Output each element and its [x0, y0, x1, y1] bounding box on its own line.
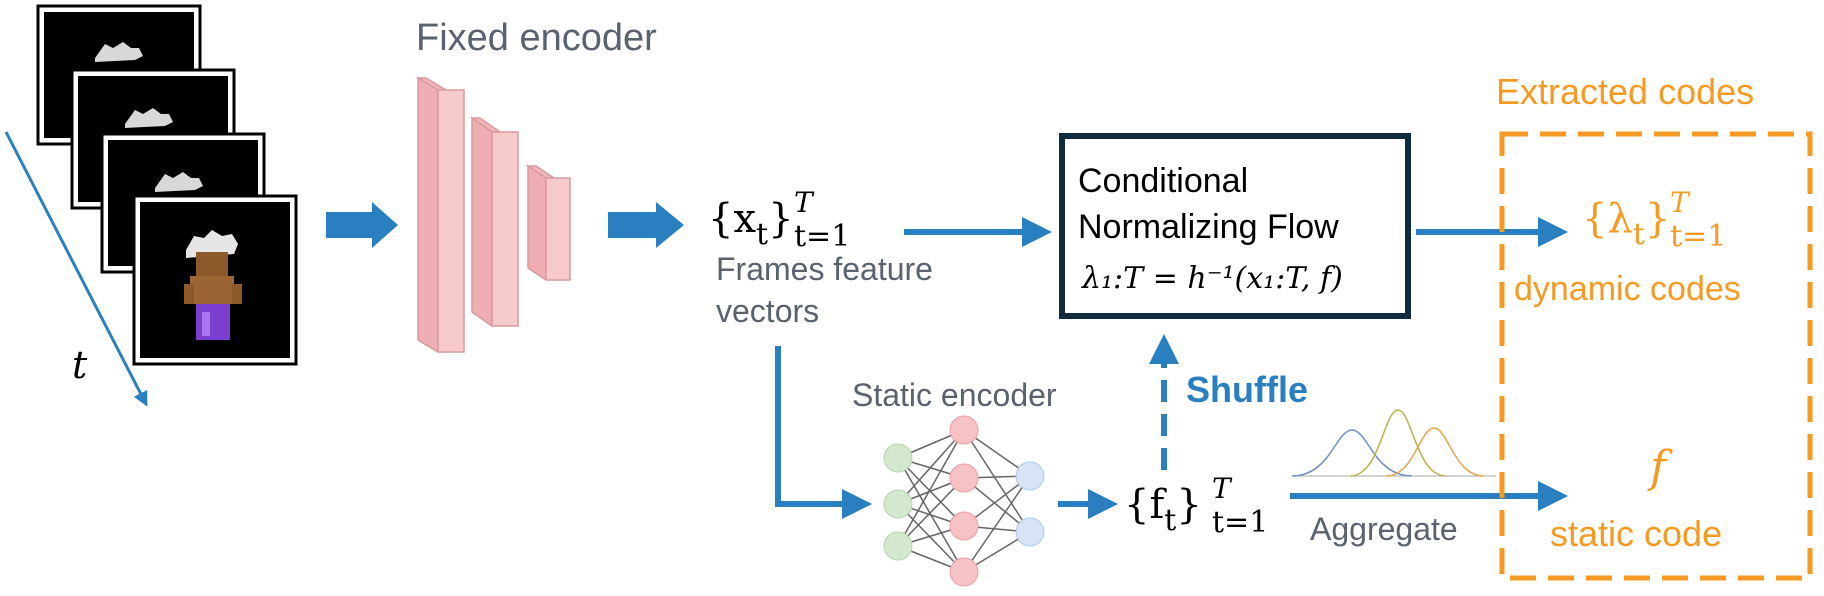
- flow-title-line2: Normalizing Flow: [1078, 208, 1339, 246]
- video-frame-character: [132, 194, 298, 366]
- static-encoder-title: Static encoder: [852, 377, 1057, 413]
- input-node: [883, 531, 913, 561]
- input-node: [883, 443, 913, 473]
- static-features-close: }: [1176, 482, 1201, 528]
- flow-box: [1059, 133, 1411, 319]
- network-edges: [897, 429, 1031, 573]
- dynamic-codes-range-sup: T: [1670, 186, 1691, 219]
- frame-features-label-line2: vectors: [716, 293, 819, 329]
- svg-text:{λt}: {λt}: [1582, 196, 1670, 252]
- frame-features-label-line1: Frames feature: [716, 251, 933, 287]
- arrow-frames-to-encoder: [326, 202, 398, 248]
- flow-equation: λ₁:T = h⁻¹(x₁:T, f): [1081, 261, 1343, 296]
- frame-features-range-sup: T: [794, 186, 815, 219]
- static-features-range-sub: t=1: [1212, 505, 1268, 540]
- hidden-node: [949, 415, 979, 445]
- gaussian-curve: [1291, 429, 1413, 477]
- frame-features-symbol: {xt} t=1 T: [708, 186, 850, 254]
- static-code-symbol: f: [1647, 442, 1673, 493]
- dynamic-codes-sub: t: [1633, 217, 1645, 252]
- output-node: [1015, 517, 1045, 547]
- static-code-label: static code: [1550, 513, 1722, 554]
- dynamic-codes-label: dynamic codes: [1514, 270, 1741, 308]
- output-node: [1015, 461, 1045, 491]
- static-features-math: {f: [1124, 482, 1167, 528]
- static-features-symbol: {ft} t=1 T: [1124, 472, 1268, 540]
- fixed-encoder-title: Fixed encoder: [416, 17, 657, 59]
- extracted-codes-title: Extracted codes: [1496, 71, 1754, 112]
- encoder-layer: [415, 76, 465, 354]
- encoder-layer: [525, 164, 571, 282]
- extracted-codes-box: [1499, 131, 1813, 581]
- hidden-node: [949, 557, 979, 587]
- hidden-node: [949, 511, 979, 541]
- dynamic-codes-close: }: [1645, 196, 1670, 242]
- fixed-encoder-block: [415, 76, 571, 354]
- frame-features-range-sub: t=1: [794, 219, 850, 254]
- static-features-range-sup: T: [1212, 472, 1233, 505]
- frame-features-sub: t: [756, 217, 768, 252]
- arrow-features-to-static-encoder: [775, 346, 872, 519]
- dynamic-codes-math: {λ: [1582, 196, 1633, 242]
- dynamic-codes-symbol: {λt} t=1 T: [1582, 186, 1726, 254]
- input-node: [883, 489, 913, 519]
- svg-text:{xt}: {xt}: [708, 196, 794, 252]
- time-axis-label: t: [72, 343, 88, 387]
- frame-stack: [36, 4, 298, 366]
- frame-features-close: }: [768, 196, 793, 242]
- encoder-layer: [469, 116, 519, 328]
- dynamic-codes-range-sub: t=1: [1670, 219, 1726, 254]
- shuffle-label: Shuffle: [1186, 369, 1308, 410]
- hidden-node: [949, 463, 979, 493]
- arrow-encoder-to-features: [608, 202, 684, 248]
- static-encoder-network: [883, 415, 1045, 587]
- gaussian-curve: [1349, 409, 1447, 477]
- flow-title-line1: Conditional: [1078, 162, 1248, 200]
- aggregate-label: Aggregate: [1310, 511, 1458, 547]
- distribution-curves: [1291, 409, 1496, 477]
- svg-text:{ft}: {ft}: [1124, 482, 1202, 538]
- static-features-sub: t: [1164, 503, 1176, 538]
- gaussian-curve: [1385, 427, 1485, 477]
- frame-features-math: {x: [708, 196, 756, 242]
- time-axis-arrow: [4, 131, 148, 407]
